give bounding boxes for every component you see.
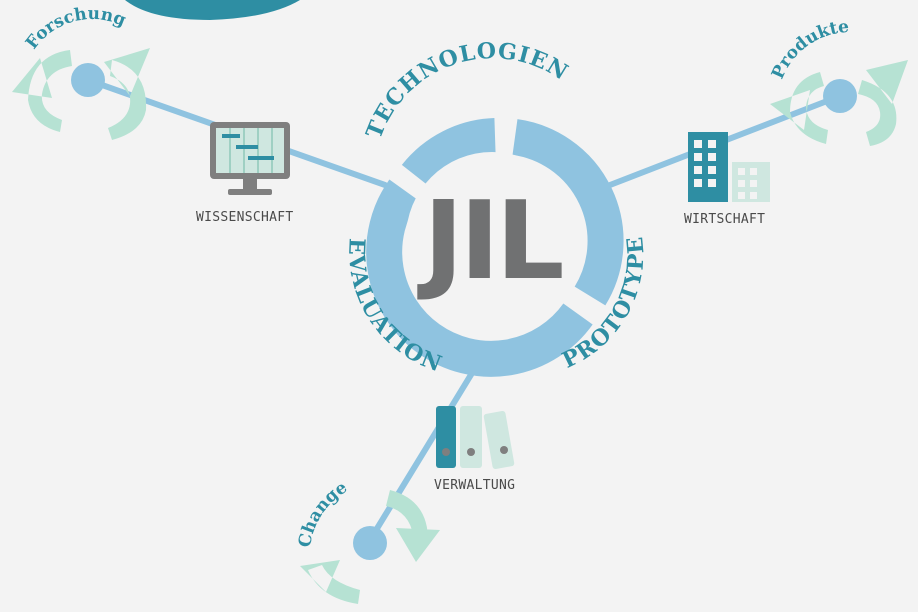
buildings-icon <box>688 132 770 202</box>
outer-label-forschung: Forschung <box>22 4 129 53</box>
node-forschung <box>71 63 105 97</box>
outer-label-change: Change <box>295 477 351 549</box>
caption-verwaltung: VERWALTUNG <box>434 478 516 493</box>
node-produkte <box>823 79 857 113</box>
outer-label-produkte: Produkte <box>768 17 850 82</box>
spoke-verwaltung <box>367 357 483 543</box>
cycle-ring <box>366 118 624 377</box>
binders-icon <box>436 406 515 470</box>
ring-segment-left <box>366 179 593 377</box>
monitor-icon <box>210 122 290 195</box>
ring-segment-top <box>401 118 497 188</box>
node-change <box>353 526 387 560</box>
circular-arrows-icon <box>12 48 908 604</box>
ring-inner-fill <box>406 152 578 324</box>
center-logo: JIL <box>416 179 561 304</box>
caption-wissenschaft: WISSENSCHAFT <box>196 210 294 225</box>
ring-segment-right <box>512 119 624 306</box>
top-decoration <box>125 0 300 20</box>
caption-wirtschaft: WIRTSCHAFT <box>684 212 766 227</box>
